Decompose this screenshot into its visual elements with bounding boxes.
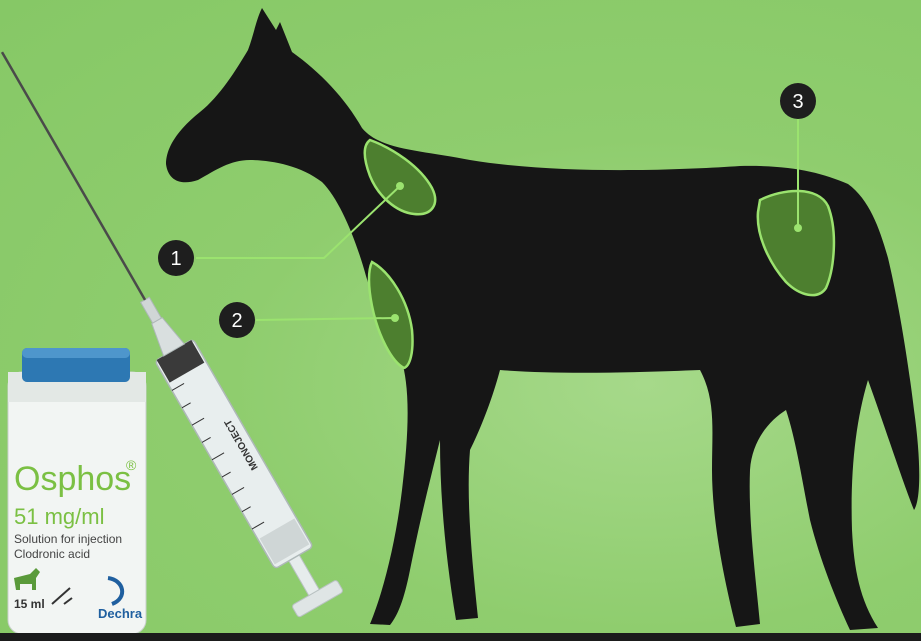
marker-2-label: 2	[231, 310, 242, 332]
vial-description-line1: Solution for injection	[14, 532, 122, 546]
vial-concentration: 51 mg/ml	[14, 504, 104, 529]
zone-dot-2	[391, 314, 399, 322]
vial-description-line2: Clodronic acid	[14, 547, 90, 561]
leader-line-2	[256, 318, 394, 320]
marker-3-label: 3	[792, 91, 803, 113]
marker-1: 1	[158, 240, 194, 276]
vial: Osphos ® 51 mg/ml Solution for injection…	[8, 348, 146, 634]
vial-maker: Dechra	[98, 606, 143, 621]
bottom-band	[0, 633, 921, 641]
marker-3: 3	[780, 83, 816, 119]
vial-registered-mark: ®	[126, 457, 137, 473]
zone-dot-1	[396, 182, 404, 190]
zone-dot-3	[794, 224, 802, 232]
marker-1-label: 1	[170, 248, 181, 270]
marker-2: 2	[219, 302, 255, 338]
vial-volume: 15 ml	[14, 597, 45, 611]
vial-brand: Osphos	[14, 460, 131, 498]
